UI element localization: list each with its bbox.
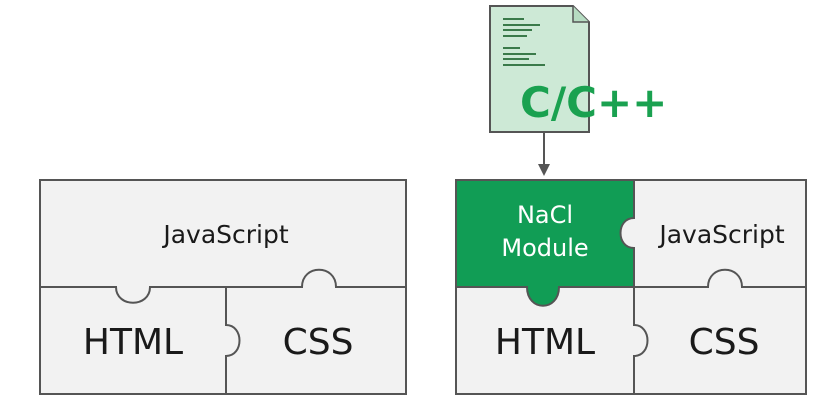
left-html-label: HTML — [83, 322, 183, 363]
source-document: C/C++ — [489, 5, 667, 176]
compile-arrow-head — [538, 164, 550, 176]
left-vertical-divider — [225, 287, 241, 394]
right-puzzle: NaCl Module JavaScript HTML CSS — [455, 179, 807, 395]
right-vertical-divider — [633, 287, 649, 394]
cpp-source-label: C/C++ — [520, 78, 667, 127]
right-css-label: CSS — [689, 322, 760, 363]
right-javascript-label: JavaScript — [657, 220, 785, 249]
nacl-module-label-line2: Module — [501, 234, 588, 262]
document-icon — [489, 5, 590, 133]
left-puzzle: JavaScript HTML CSS — [39, 179, 407, 395]
nacl-module-label-line1: NaCl — [517, 201, 573, 229]
nacl-module-piece — [455, 179, 635, 307]
left-css-label: CSS — [283, 322, 354, 363]
right-horizontal-divider — [634, 268, 806, 288]
document-text-lines — [503, 18, 545, 66]
document-fold — [572, 6, 589, 23]
left-javascript-label: JavaScript — [161, 220, 289, 249]
right-html-label: HTML — [495, 322, 595, 363]
